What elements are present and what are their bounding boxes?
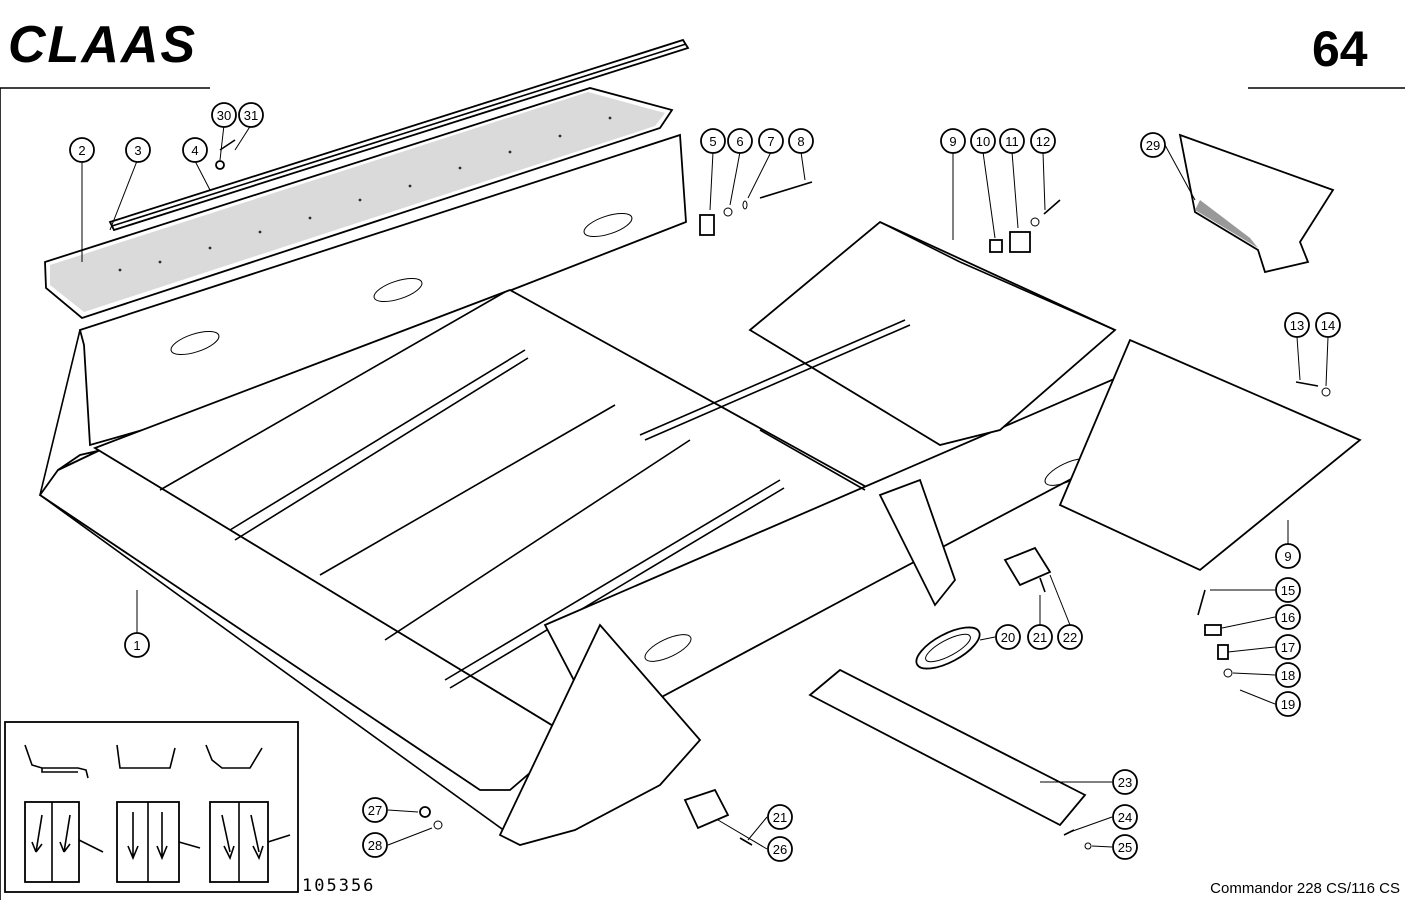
callout-5: 5 xyxy=(700,128,726,154)
callout-2: 2 xyxy=(69,137,95,163)
svg-text:8: 8 xyxy=(797,134,804,149)
svg-text:21: 21 xyxy=(1033,630,1047,645)
hardware-items xyxy=(215,139,1331,850)
svg-text:23: 23 xyxy=(1118,775,1132,790)
svg-text:28: 28 xyxy=(368,838,382,853)
svg-text:6: 6 xyxy=(736,134,743,149)
svg-text:24: 24 xyxy=(1118,810,1132,825)
svg-text:30: 30 xyxy=(217,108,231,123)
svg-text:27: 27 xyxy=(368,803,382,818)
callout-12: 12 xyxy=(1030,128,1056,154)
svg-text:1: 1 xyxy=(133,638,140,653)
reference-number: 105356 xyxy=(302,876,375,896)
svg-text:21: 21 xyxy=(773,810,787,825)
callout-24: 24 xyxy=(1112,804,1138,830)
model-designation: Commandor 228 CS/116 CS xyxy=(1210,880,1400,897)
callout-28: 28 xyxy=(362,832,388,858)
svg-text:13: 13 xyxy=(1290,318,1304,333)
svg-text:9: 9 xyxy=(949,134,956,149)
svg-text:5: 5 xyxy=(709,134,716,149)
callout-15: 15 xyxy=(1275,577,1301,603)
callout-13: 13 xyxy=(1284,312,1310,338)
callout-27: 27 xyxy=(362,797,388,823)
grommet-part xyxy=(915,626,981,670)
svg-text:20: 20 xyxy=(1001,630,1015,645)
svg-text:2: 2 xyxy=(78,143,85,158)
callout-20: 20 xyxy=(995,624,1021,650)
deflector-plate-part xyxy=(1178,133,1335,274)
callout-11: 11 xyxy=(999,128,1025,154)
svg-text:17: 17 xyxy=(1281,640,1295,655)
svg-text:7: 7 xyxy=(767,134,774,149)
callout-26: 26 xyxy=(767,836,793,862)
svg-text:12: 12 xyxy=(1036,134,1050,149)
svg-text:14: 14 xyxy=(1321,318,1335,333)
callout-18: 18 xyxy=(1275,662,1301,688)
callout-23: 23 xyxy=(1112,769,1138,795)
cover-plate-26 xyxy=(683,788,730,830)
svg-text:16: 16 xyxy=(1281,610,1295,625)
svg-text:19: 19 xyxy=(1281,697,1295,712)
svg-text:18: 18 xyxy=(1281,668,1295,683)
inset-variant-diagrams xyxy=(4,721,299,893)
callout-4: 4 xyxy=(182,137,208,163)
svg-text:4: 4 xyxy=(191,143,198,158)
callout-25: 25 xyxy=(1112,834,1138,860)
callout-1: 1 xyxy=(124,632,150,658)
callout-29: 29 xyxy=(1140,132,1166,158)
svg-text:29: 29 xyxy=(1146,138,1160,153)
svg-text:26: 26 xyxy=(773,842,787,857)
callout-31: 31 xyxy=(238,102,264,128)
callout-9-top: 9 xyxy=(940,128,966,154)
callout-8: 8 xyxy=(788,128,814,154)
svg-text:9: 9 xyxy=(1284,549,1291,564)
page-number: 64 xyxy=(1312,21,1368,77)
svg-text:3: 3 xyxy=(134,143,141,158)
svg-text:10: 10 xyxy=(976,134,990,149)
callout-21-lower: 21 xyxy=(767,804,793,830)
svg-text:11: 11 xyxy=(1005,134,1019,149)
callout-7: 7 xyxy=(758,128,784,154)
callout-10: 10 xyxy=(970,128,996,154)
svg-text:31: 31 xyxy=(244,108,258,123)
svg-text:15: 15 xyxy=(1281,583,1295,598)
callout-21-upper: 21 xyxy=(1027,624,1053,650)
callout-19: 19 xyxy=(1275,691,1301,717)
callout-9-right: 9 xyxy=(1275,543,1301,569)
callout-22: 22 xyxy=(1057,624,1083,650)
cover-plate-22 xyxy=(1003,546,1052,587)
main-frame-part xyxy=(38,133,1362,846)
perforated-screen-part xyxy=(44,38,690,320)
callout-17: 17 xyxy=(1275,634,1301,660)
callout-6: 6 xyxy=(727,128,753,154)
svg-text:25: 25 xyxy=(1118,840,1132,855)
callout-14: 14 xyxy=(1315,312,1341,338)
svg-text:22: 22 xyxy=(1063,630,1077,645)
callout-3: 3 xyxy=(125,137,151,163)
cross-member-part xyxy=(808,668,1087,827)
callout-16: 16 xyxy=(1275,604,1301,630)
header-frame xyxy=(0,87,1405,900)
brand-logo: CLAAS xyxy=(8,16,197,74)
callout-30: 30 xyxy=(211,102,237,128)
